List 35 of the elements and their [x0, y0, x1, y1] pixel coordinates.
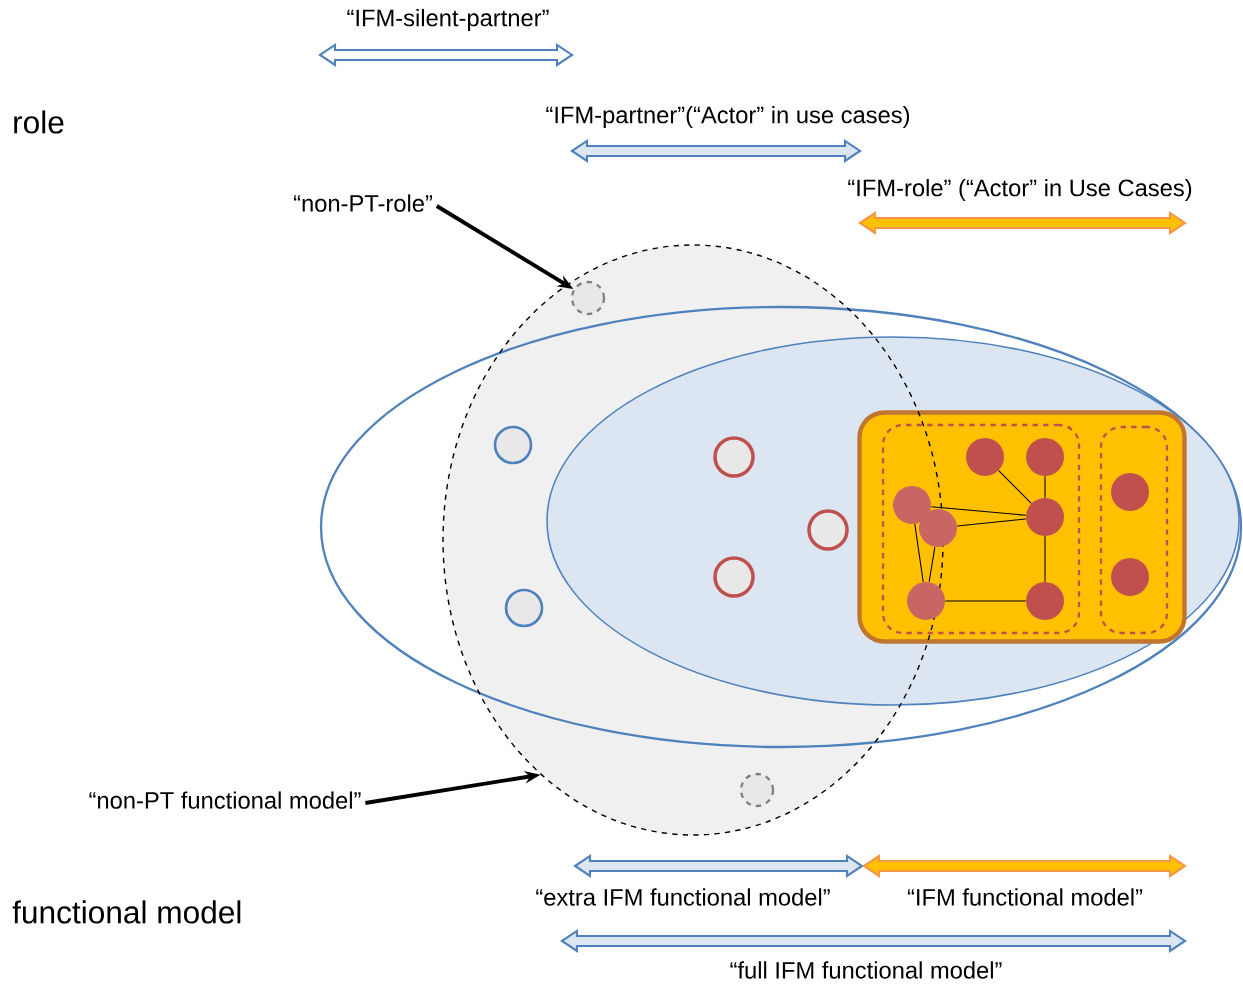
circle	[1111, 473, 1149, 511]
range-label: “IFM-role” (“Actor” in Use Cases)	[848, 178, 1192, 202]
circle	[893, 486, 931, 524]
circle	[1026, 498, 1064, 536]
connector-line	[914, 523, 924, 583]
connector-line	[1044, 475, 1046, 499]
range-label: “full IFM functional model”	[730, 961, 1002, 979]
connector-line	[928, 546, 936, 583]
circle	[739, 772, 775, 808]
circle	[504, 588, 544, 628]
circle	[570, 280, 606, 316]
circle	[1026, 582, 1064, 620]
range-label: “extra IFM functional model”	[536, 888, 830, 906]
connector-line	[944, 600, 1027, 602]
circle	[1026, 438, 1064, 476]
connector-line	[930, 506, 1027, 516]
range-label: “IFM functional model”	[907, 888, 1143, 906]
dashed-group	[881, 423, 1081, 635]
heading: functional model	[12, 900, 241, 924]
circle	[966, 438, 1004, 476]
connector-line	[998, 470, 1032, 504]
range-label: “IFM-partner”(“Actor” in use cases)	[546, 105, 910, 129]
label-text: “non-PT functional model”	[89, 791, 361, 809]
circle	[919, 509, 957, 547]
connector-line	[956, 518, 1027, 527]
ellipse	[442, 244, 944, 836]
range-label: “IFM-silent-partner”	[347, 8, 549, 32]
circle	[1111, 558, 1149, 596]
circle	[493, 425, 533, 465]
label-text: “non-PT-role”	[294, 194, 432, 212]
circle	[907, 582, 945, 620]
heading: role	[14, 110, 64, 134]
dashed-group	[1099, 425, 1169, 635]
connector-line	[1044, 535, 1046, 583]
ellipse	[319, 305, 1243, 749]
